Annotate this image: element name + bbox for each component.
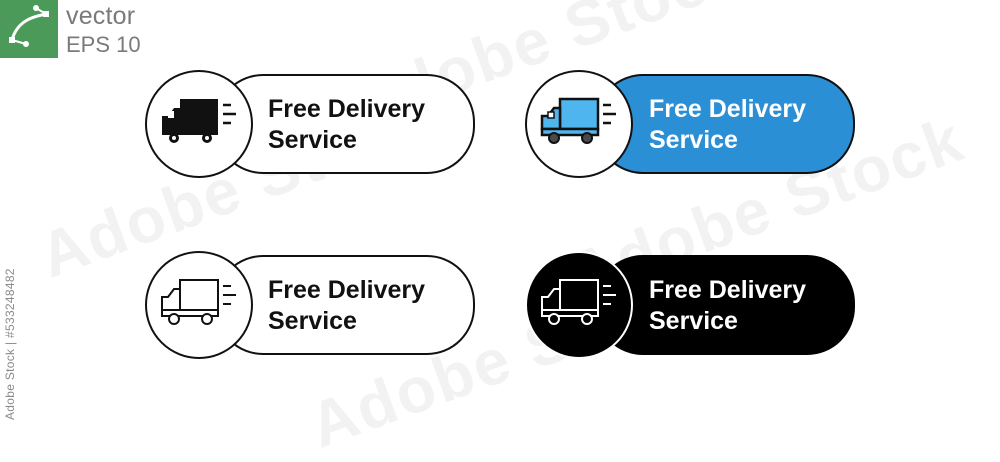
badge-icon-circle (525, 251, 633, 359)
eps-label: EPS 10 (66, 32, 141, 57)
delivery-truck-icon (540, 97, 616, 144)
badge-label-line2: Service (649, 126, 738, 154)
badge-pill (595, 255, 855, 355)
badge-label-line2: Service (268, 307, 357, 335)
badge-icon-circle (525, 70, 633, 178)
badge-icon-circle (145, 251, 253, 359)
free-delivery-badge-outline-filled: Free Delivery Service (145, 70, 475, 178)
badge-label-line1: Free Delivery (649, 95, 807, 123)
bezier-pen-icon (9, 5, 49, 47)
stock-id-label: Adobe Stock | #533248482 (3, 268, 17, 420)
badge-label-line1: Free Delivery (649, 276, 807, 304)
badge-label: Free Delivery Service (268, 94, 425, 156)
free-delivery-badge-black: Free Delivery Service (525, 251, 855, 359)
badge-icon-circle (145, 70, 253, 178)
badge-pill (215, 74, 475, 174)
badge-label-line2: Service (649, 307, 738, 335)
badge-pill (595, 74, 855, 174)
free-delivery-badge-outline-line: Free Delivery Service (145, 251, 475, 359)
delivery-truck-icon (161, 279, 236, 325)
badge-label-line1: Free Delivery (268, 95, 426, 123)
vector-label: vector (66, 2, 136, 30)
free-delivery-badge-blue: Free Delivery Service (525, 70, 855, 178)
delivery-truck-icon (162, 99, 236, 143)
delivery-truck-icon (541, 279, 616, 325)
vector-format-badge (0, 0, 58, 58)
badge-label: Free Delivery Service (649, 275, 806, 337)
badge-label: Free Delivery Service (268, 275, 425, 337)
badge-label-line1: Free Delivery (268, 276, 426, 304)
badge-label: Free Delivery Service (649, 94, 806, 156)
badge-label-line2: Service (268, 126, 357, 154)
